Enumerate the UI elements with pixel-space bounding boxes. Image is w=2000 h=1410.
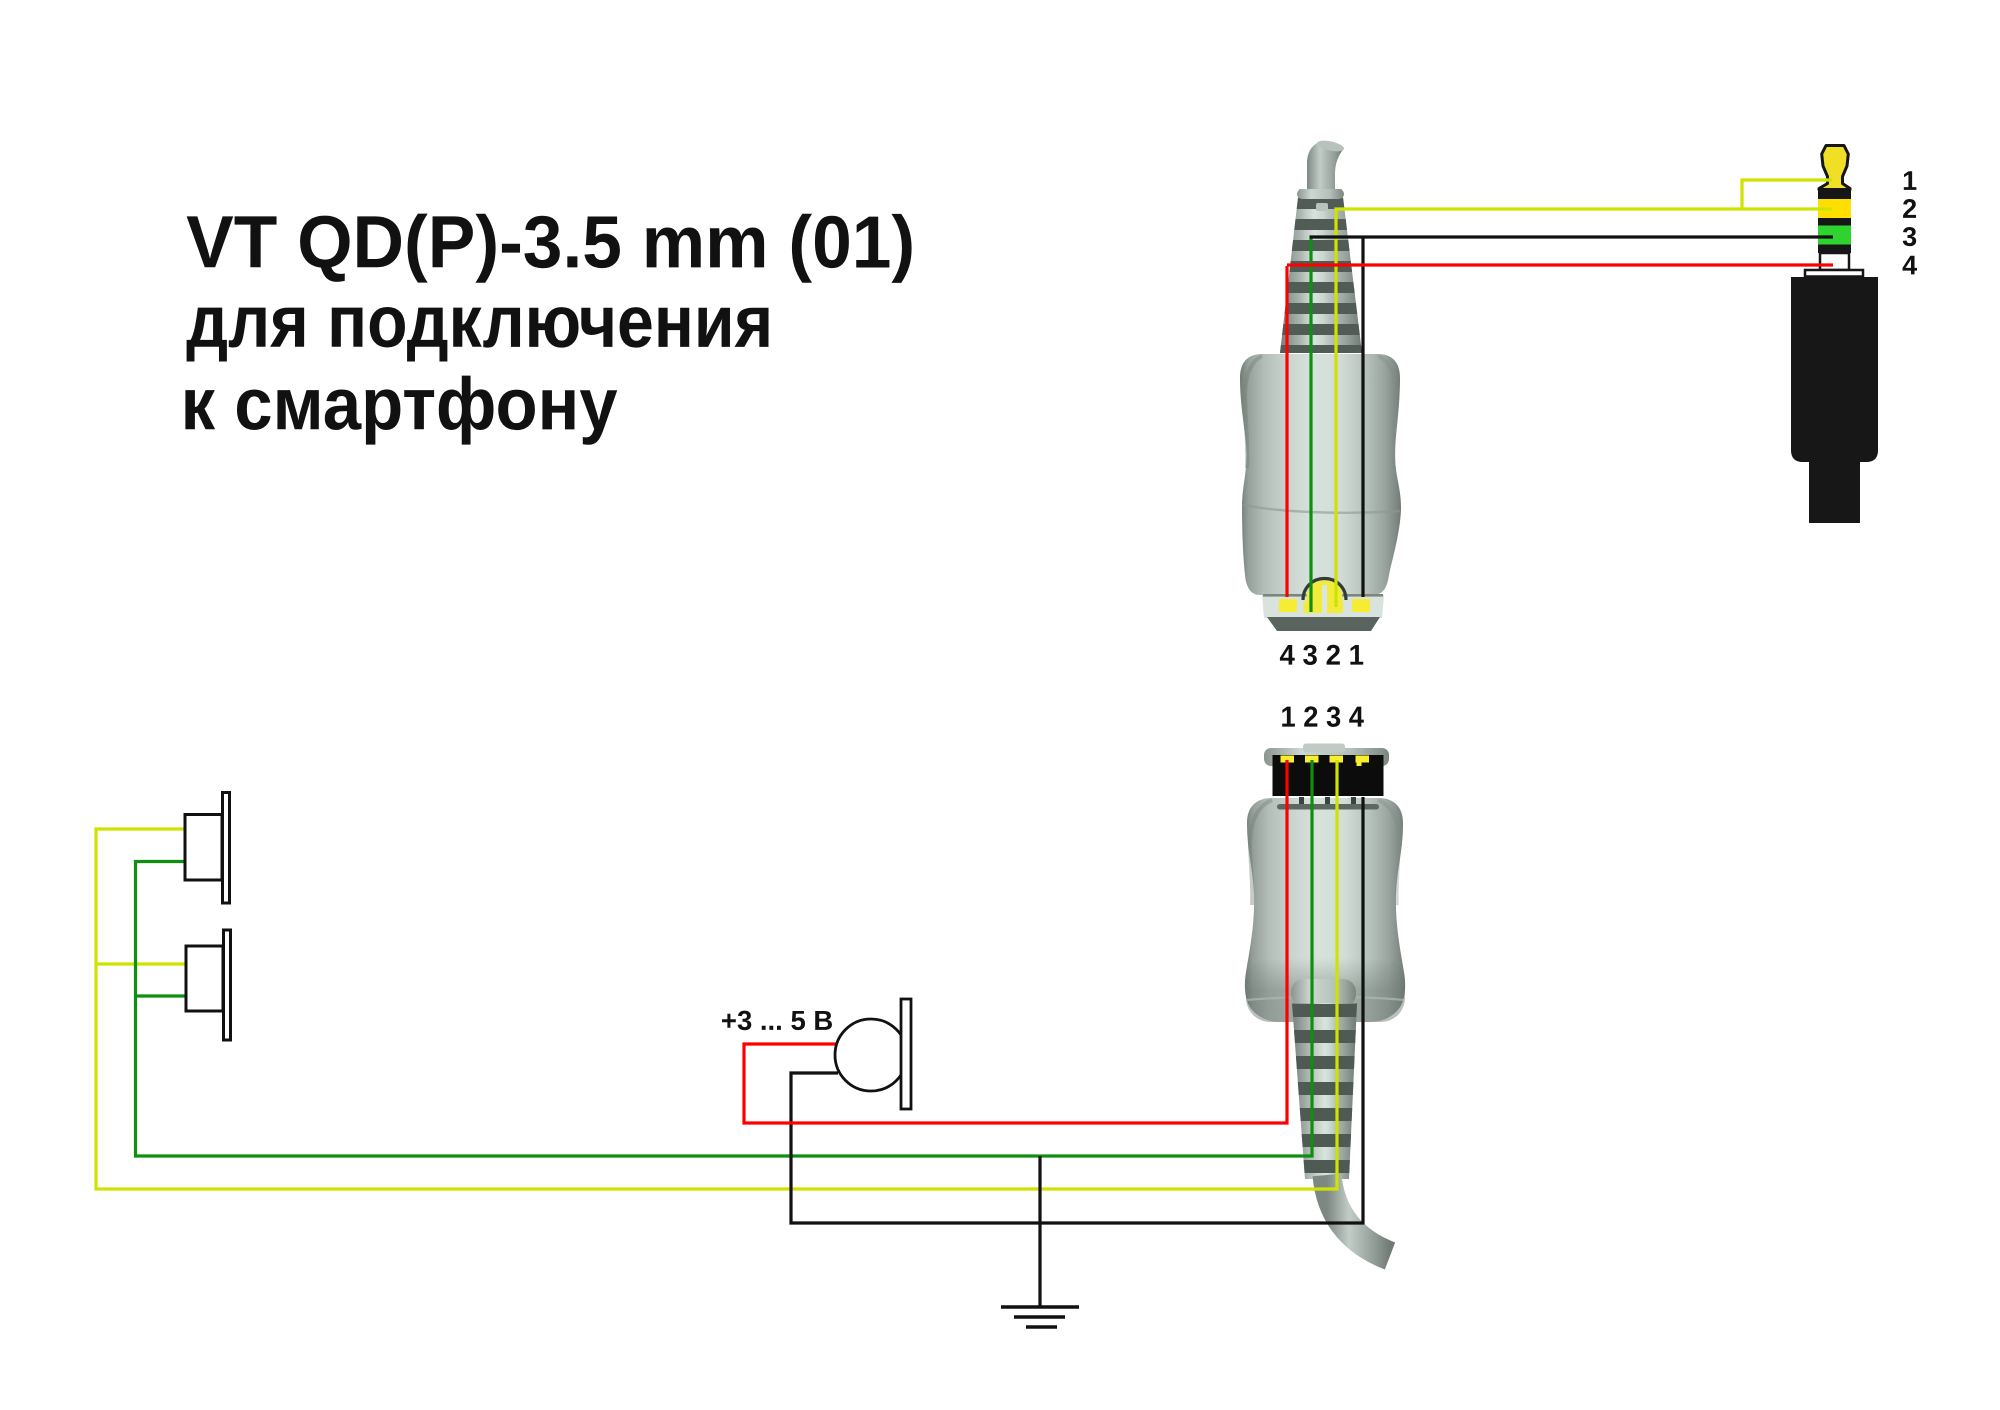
svg-text:4: 4 [1902,250,1917,280]
svg-text:1: 1 [1902,166,1917,196]
svg-text:3: 3 [1902,222,1917,252]
svg-text:1 2 3 4: 1 2 3 4 [1280,702,1364,734]
svg-text:к смартфону: к смартфону [181,362,618,445]
svg-text:VT QD(P)-3.5 mm (01): VT QD(P)-3.5 mm (01) [186,200,915,283]
svg-text:для подключения: для подключения [186,280,773,363]
svg-text:4 3 2 1: 4 3 2 1 [1280,640,1365,672]
svg-text:+3 ... 5 В: +3 ... 5 В [721,1005,833,1036]
svg-text:2: 2 [1902,194,1917,224]
